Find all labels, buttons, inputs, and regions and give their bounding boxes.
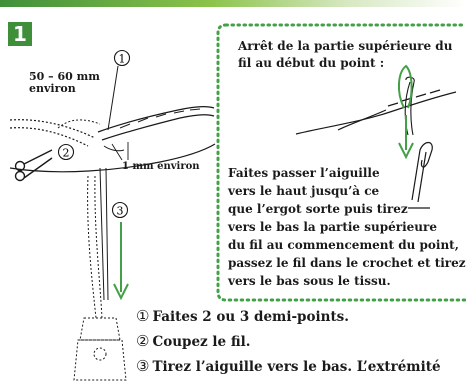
fabric-left bbox=[9, 106, 216, 173]
svg-text:2: 2 bbox=[63, 147, 70, 160]
callout-line: vers le bas sous le tissu. bbox=[228, 274, 391, 288]
callout-body: Faites passer l’aiguille vers le haut ju… bbox=[228, 164, 466, 290]
callout-line: vers le bas la partie supérieure bbox=[228, 220, 437, 234]
needle-thread-left bbox=[87, 167, 109, 319]
header-gradient-bar bbox=[0, 0, 466, 7]
pull-arrow-left-icon bbox=[113, 222, 129, 301]
pull-arrow-inset-icon bbox=[398, 115, 414, 160]
callout-line: passez le fil dans le crochet et tirez-l… bbox=[228, 256, 466, 270]
step-marker: ③ bbox=[136, 357, 150, 375]
callout-line: Faites passer l’aiguille bbox=[228, 166, 380, 180]
length-label-line2: environ bbox=[29, 82, 76, 95]
callout-dotted-border bbox=[216, 23, 466, 302]
svg-text:3: 3 bbox=[117, 205, 124, 218]
step-text: Coupez le fil. bbox=[152, 334, 251, 350]
inset-green-loop bbox=[398, 64, 413, 109]
step-marker: ② bbox=[136, 332, 150, 350]
callout-title: Arrêt de la partie supérieure du fil au … bbox=[238, 39, 453, 70]
inset-hook-lower bbox=[408, 141, 433, 209]
step-text: Faites 2 ou 3 demi-points. bbox=[152, 309, 349, 325]
gap-label: 1 mm environ bbox=[122, 161, 200, 172]
marker-3-group: 3 bbox=[111, 201, 129, 219]
step-number-badge: 1 bbox=[8, 22, 32, 46]
step-marker: ① bbox=[136, 307, 150, 325]
length-dimension-line bbox=[57, 119, 101, 129]
gap-pointer-lines bbox=[111, 142, 129, 161]
hand-holder-sketch bbox=[73, 317, 127, 381]
marker-2-group: 2 bbox=[57, 143, 75, 161]
stitch-marks bbox=[103, 108, 201, 152]
callout-line: du fil au commencement du point, bbox=[228, 238, 459, 252]
svg-text:1: 1 bbox=[119, 53, 126, 66]
length-label: 50 – 60 mm environ bbox=[29, 71, 100, 95]
callout-line: que l’ergot sorte puis tirez bbox=[228, 202, 408, 216]
inset-fabric bbox=[295, 89, 457, 135]
callout-line: vers le haut jusqu’à ce bbox=[228, 184, 380, 198]
length-label-line1: 50 – 60 mm bbox=[29, 70, 100, 83]
marker-1-group: 1 bbox=[107, 49, 131, 131]
step-text: Tirez l’aiguille vers le bas. L’extrémit… bbox=[152, 359, 441, 375]
scissors-icon bbox=[14, 149, 53, 182]
